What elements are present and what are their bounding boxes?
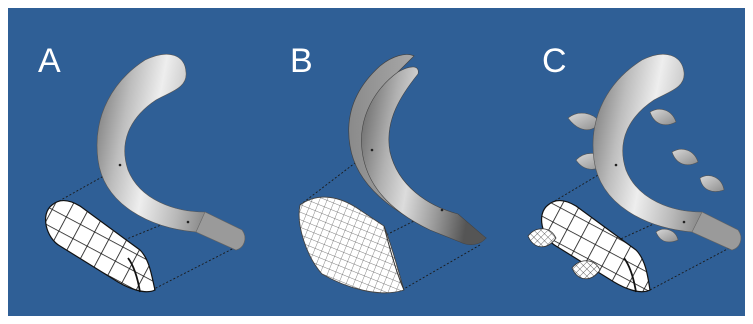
panel-label-c: C — [542, 42, 567, 80]
panel-label-b: B — [290, 42, 313, 80]
panel-label-a: A — [38, 42, 61, 80]
